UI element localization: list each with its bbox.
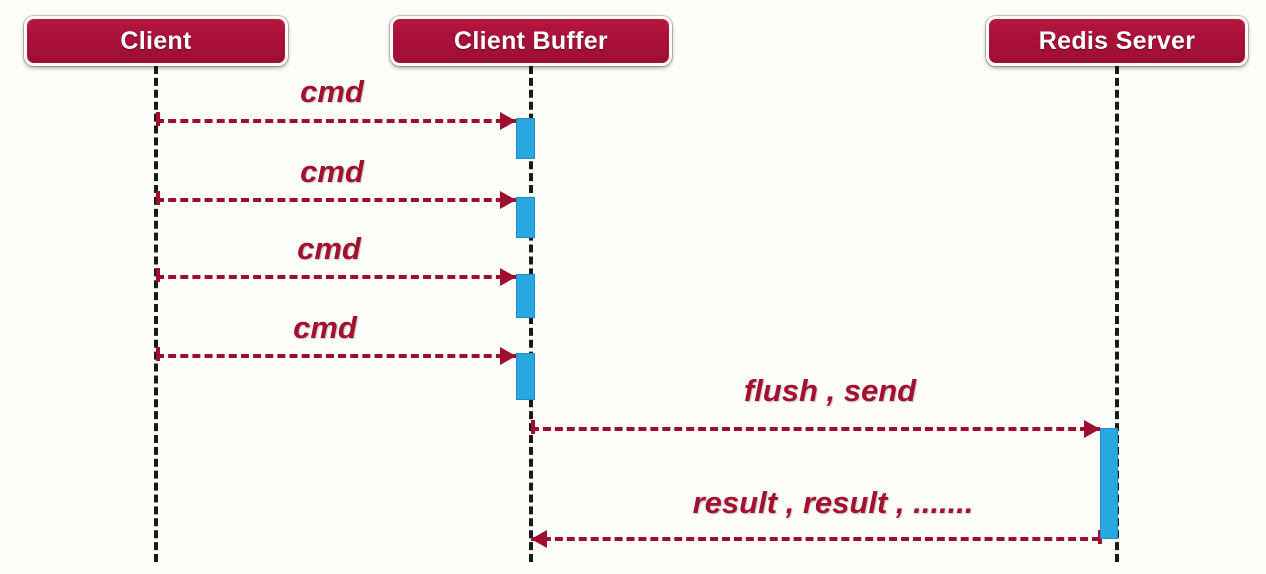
message-line-result-return [531, 537, 1100, 541]
message-label-flush-send: flush , send [743, 373, 917, 408]
message-label-cmd-1: cmd [300, 74, 364, 109]
message-arrowhead-cmd-1 [500, 112, 516, 130]
message-arrowhead-flush-send [1084, 420, 1100, 438]
participant-label-client: Client [120, 26, 192, 55]
message-arrowhead-result-return [531, 530, 547, 548]
message-arrowhead-cmd-2 [500, 191, 516, 209]
message-origin-tick-cmd-3 [156, 268, 160, 282]
participant-client[interactable]: Client [24, 16, 288, 66]
message-origin-tick-flush-send [531, 420, 535, 434]
message-origin-tick-cmd-1 [156, 112, 160, 126]
participant-redis-server[interactable]: Redis Server [986, 16, 1248, 66]
message-arrowhead-cmd-4 [500, 347, 516, 365]
message-origin-tick-cmd-4 [156, 347, 160, 361]
lifeline-client [154, 66, 158, 562]
participant-label-redis-server: Redis Server [1038, 26, 1196, 55]
message-label-cmd-4: cmd [293, 310, 357, 345]
server-activation [1100, 428, 1118, 539]
participant-client-buffer[interactable]: Client Buffer [390, 16, 672, 66]
buffer-activation-3 [516, 274, 535, 318]
message-origin-tick-cmd-2 [156, 191, 160, 205]
message-line-cmd-2 [156, 198, 516, 202]
message-label-cmd-3: cmd [297, 231, 361, 266]
message-label-result-return: result , result , ....... [692, 485, 974, 520]
participant-label-client-buffer: Client Buffer [454, 26, 608, 55]
buffer-activation-1 [516, 118, 535, 159]
buffer-activation-4 [516, 353, 535, 400]
message-line-cmd-1 [156, 119, 516, 123]
buffer-activation-2 [516, 197, 535, 238]
lifeline-redis-server [1115, 66, 1119, 562]
message-line-flush-send [531, 427, 1100, 431]
message-line-cmd-3 [156, 275, 516, 279]
message-line-cmd-4 [156, 354, 516, 358]
message-arrowhead-cmd-3 [500, 268, 516, 286]
message-label-cmd-2: cmd [300, 154, 364, 189]
